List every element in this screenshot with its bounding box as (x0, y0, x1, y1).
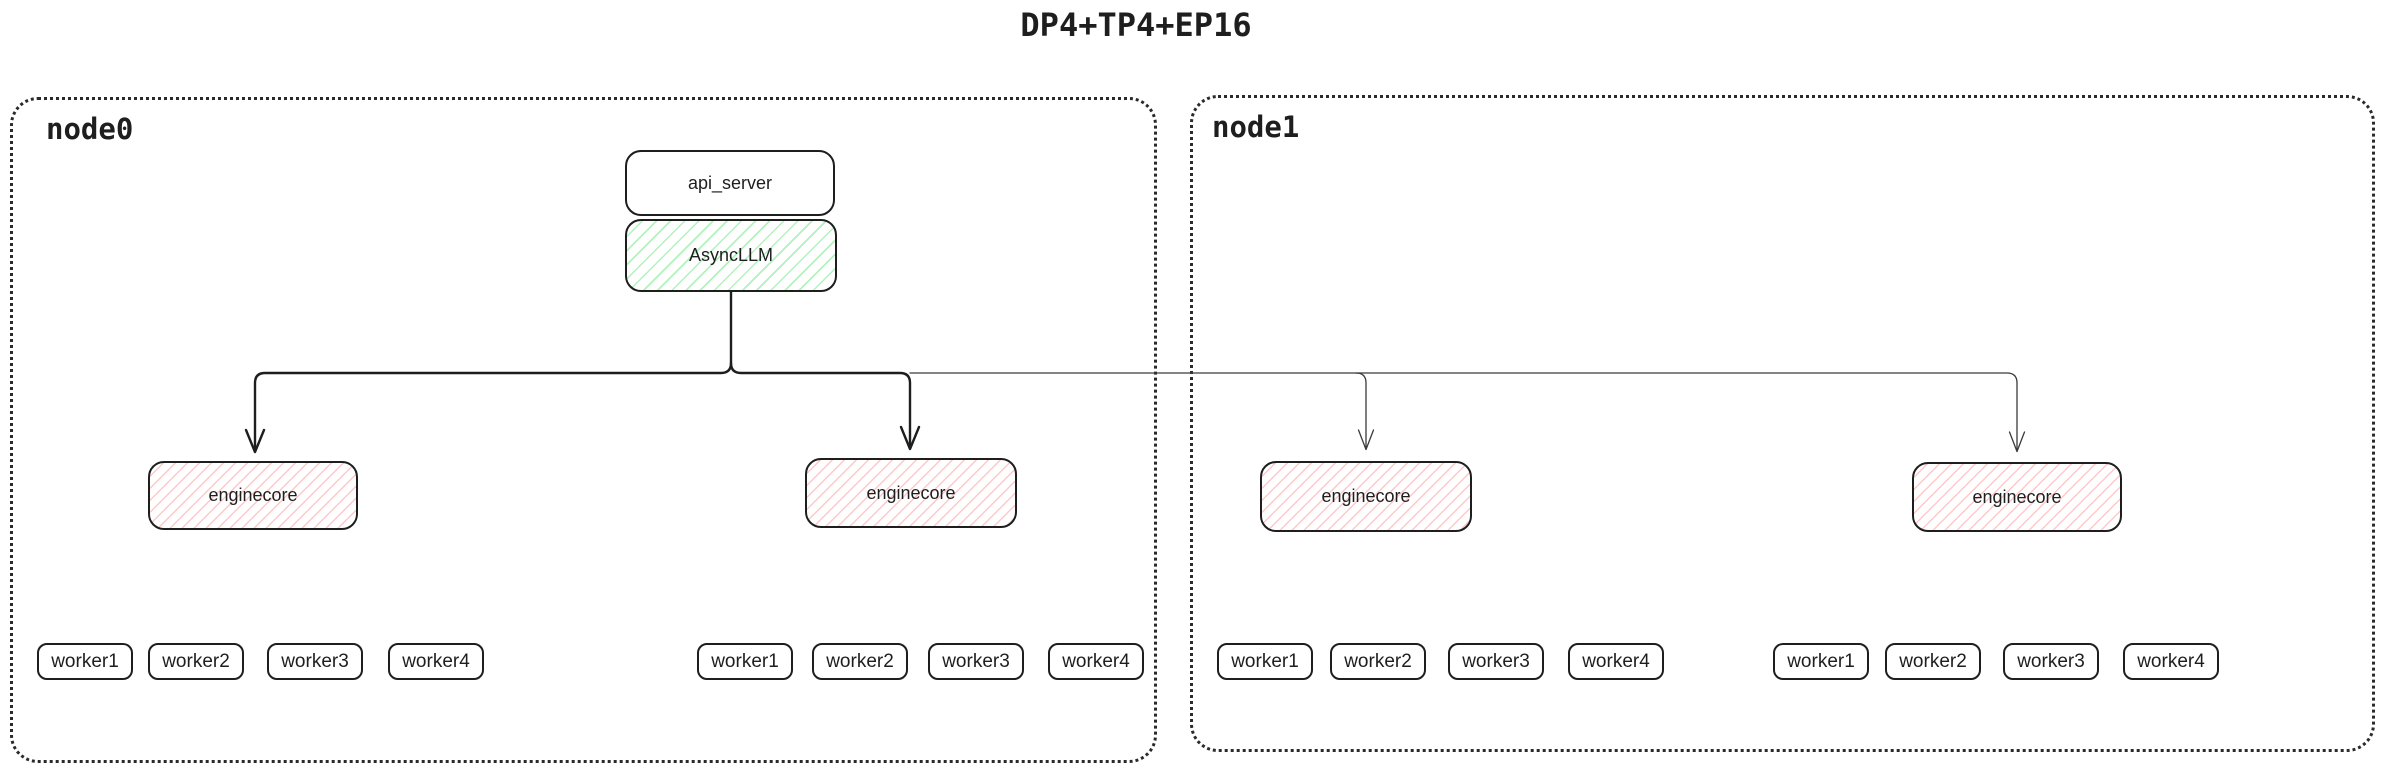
enginecore-box-node0-1: enginecore (148, 461, 358, 530)
node1-label: node1 (1212, 110, 1300, 144)
worker-box: worker1 (697, 643, 793, 680)
worker-box: worker1 (37, 643, 133, 680)
worker-box: worker2 (1885, 643, 1981, 680)
worker-box: worker3 (1448, 643, 1544, 680)
worker-box: worker1 (1217, 643, 1313, 680)
node0-label: node0 (46, 112, 134, 146)
enginecore-box-node1-1: enginecore (1260, 461, 1472, 532)
worker-box: worker4 (388, 643, 484, 680)
worker-box: worker3 (267, 643, 363, 680)
asyncllm-box: AsyncLLM (625, 219, 837, 292)
worker-box: worker4 (1048, 643, 1144, 680)
worker-box: worker4 (1568, 643, 1664, 680)
worker-box: worker4 (2123, 643, 2219, 680)
worker-box: worker2 (148, 643, 244, 680)
worker-box: worker2 (1330, 643, 1426, 680)
worker-box: worker3 (2003, 643, 2099, 680)
api-server-box: api_server (625, 150, 835, 216)
enginecore-box-node1-2: enginecore (1912, 462, 2122, 532)
worker-box: worker3 (928, 643, 1024, 680)
enginecore-box-node0-2: enginecore (805, 458, 1017, 528)
diagram-title: DP4+TP4+EP16 (1020, 6, 1252, 44)
worker-box: worker1 (1773, 643, 1869, 680)
worker-box: worker2 (812, 643, 908, 680)
